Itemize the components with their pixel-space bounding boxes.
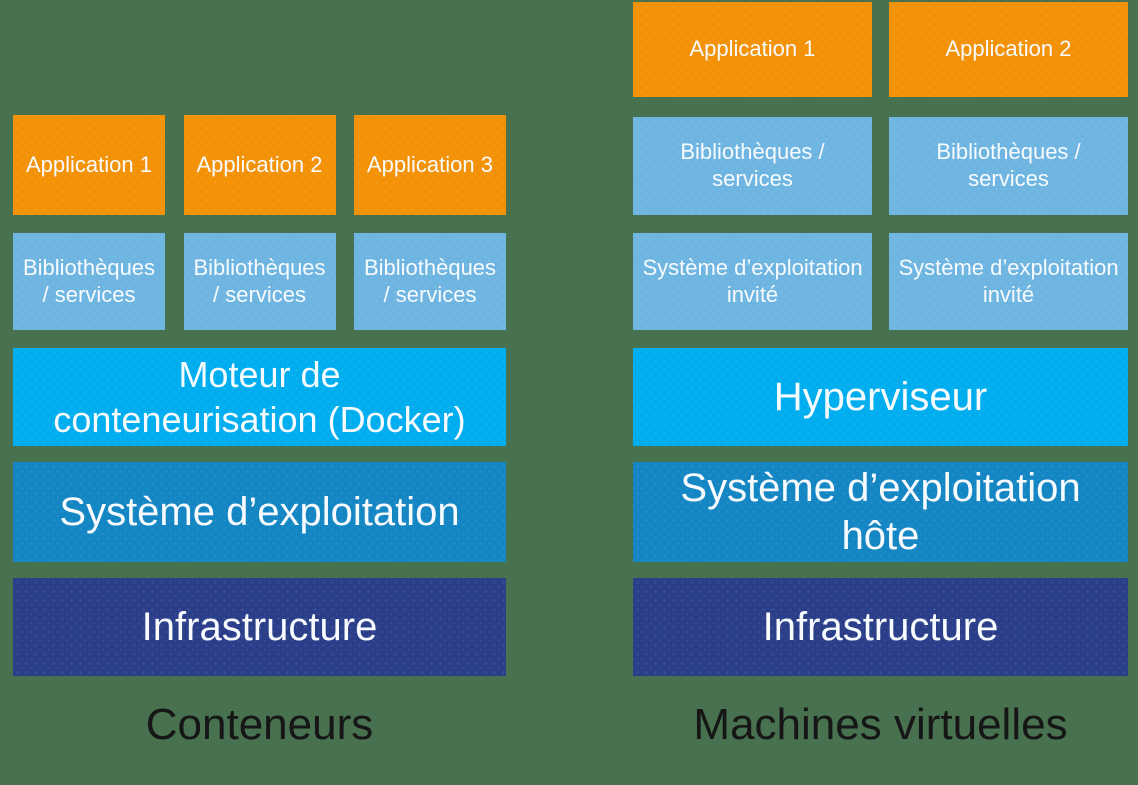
hypervisor-row: Hyperviseur	[633, 348, 1128, 446]
container-application-box: Application 2	[184, 115, 336, 215]
hypervisor-box: Hyperviseur	[633, 348, 1128, 446]
container-engine-box: Moteur de conteneurisation (Docker)	[13, 348, 506, 446]
container-libraries-box: Bibliothèques / services	[354, 233, 506, 330]
containers-libraries-row: Bibliothèques / services Bibliothèques /…	[13, 233, 506, 330]
container-libraries-box: Bibliothèques / services	[184, 233, 336, 330]
vm-libraries-box: Bibliothèques / services	[633, 117, 872, 215]
containers-os-row: Système d’exploitation	[13, 462, 506, 562]
infrastructure-box: Infrastructure	[633, 578, 1128, 676]
vms-libraries-row: Bibliothèques / services Bibliothèques /…	[633, 117, 1128, 215]
vms-guest-os-row: Système d’exploitation invité Système d’…	[633, 233, 1128, 330]
containers-stack-label: Conteneurs	[145, 700, 374, 749]
vms-host-os-row: Système d’exploitation hôte	[633, 462, 1128, 562]
operating-system-box: Système d’exploitation	[13, 462, 506, 562]
vms-applications-row: Application 1 Application 2	[633, 2, 1128, 97]
container-application-box: Application 3	[354, 115, 506, 215]
containers-infrastructure-row: Infrastructure	[13, 578, 506, 676]
container-application-box: Application 1	[13, 115, 165, 215]
container-engine-row: Moteur de conteneurisation (Docker)	[13, 348, 506, 446]
vm-libraries-box: Bibliothèques / services	[889, 117, 1128, 215]
container-libraries-box: Bibliothèques / services	[13, 233, 165, 330]
containers-applications-row: Application 1 Application 2 Application …	[13, 115, 506, 215]
vms-stack-label: Machines virtuelles	[693, 700, 1068, 749]
infrastructure-box: Infrastructure	[13, 578, 506, 676]
vm-application-box: Application 2	[889, 2, 1128, 97]
vm-application-box: Application 1	[633, 2, 872, 97]
vms-infrastructure-row: Infrastructure	[633, 578, 1128, 676]
host-os-box: Système d’exploitation hôte	[633, 462, 1128, 562]
guest-os-box: Système d’exploitation invité	[633, 233, 872, 330]
guest-os-box: Système d’exploitation invité	[889, 233, 1128, 330]
